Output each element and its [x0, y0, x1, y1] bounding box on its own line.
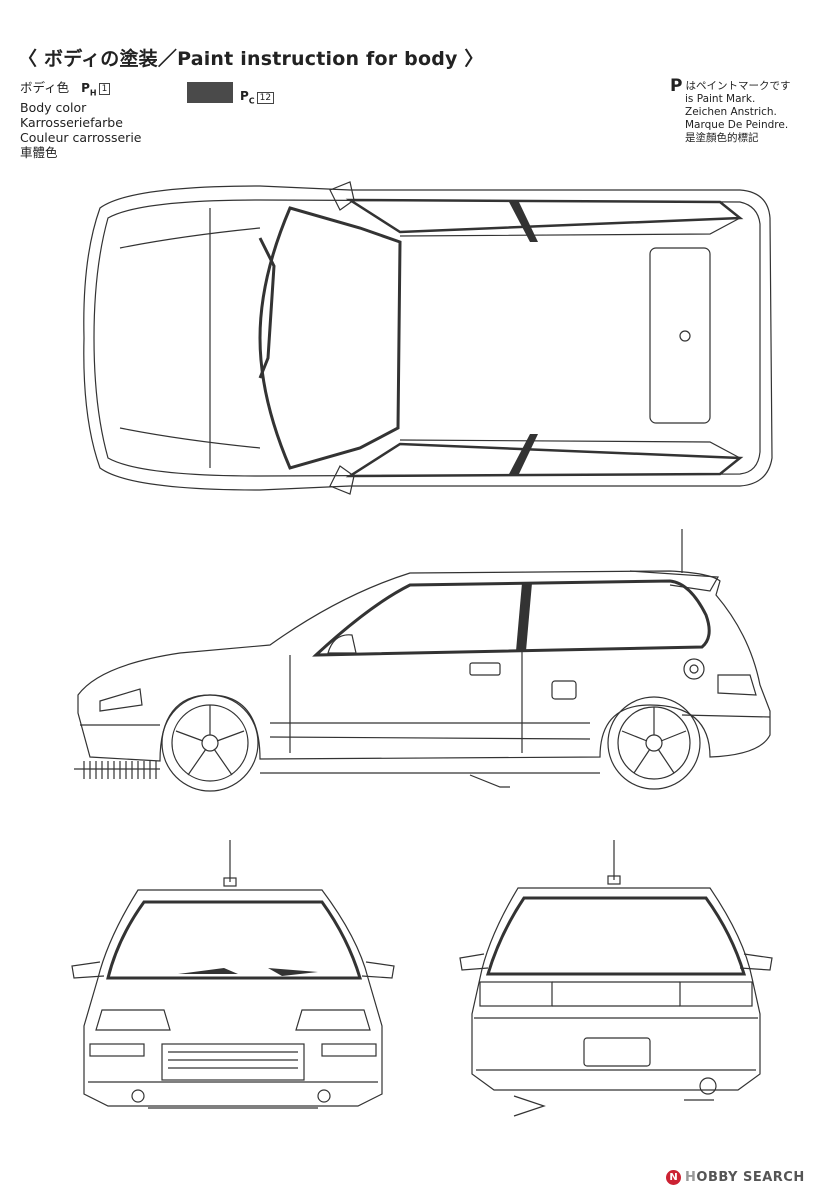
hobby-search-watermark: N HOBBY SEARCH — [666, 1170, 805, 1185]
body-color-label-de: Karrosseriefarbe — [20, 115, 123, 131]
paint-mark-icon: P — [670, 76, 683, 96]
rear-view-drawing — [459, 840, 773, 1117]
ph-number: 1 — [98, 83, 111, 95]
side-view-drawing — [74, 529, 771, 792]
pc-number: 12 — [256, 92, 275, 104]
top-view-drawing — [83, 181, 773, 495]
page-title: 〈 ボディの塗装／Paint instruction for body 〉 — [18, 48, 484, 70]
body-color-label-fr: Couleur carrosserie — [20, 130, 142, 146]
hobby-search-badge-icon: N — [666, 1170, 681, 1185]
color-swatch — [187, 82, 233, 103]
body-color-label-jp: ボディ色 — [20, 80, 70, 95]
body-color-label-en: Body color — [20, 100, 87, 116]
front-view-drawing — [71, 840, 395, 1109]
body-color-label-zh: 車體色 — [20, 145, 58, 161]
